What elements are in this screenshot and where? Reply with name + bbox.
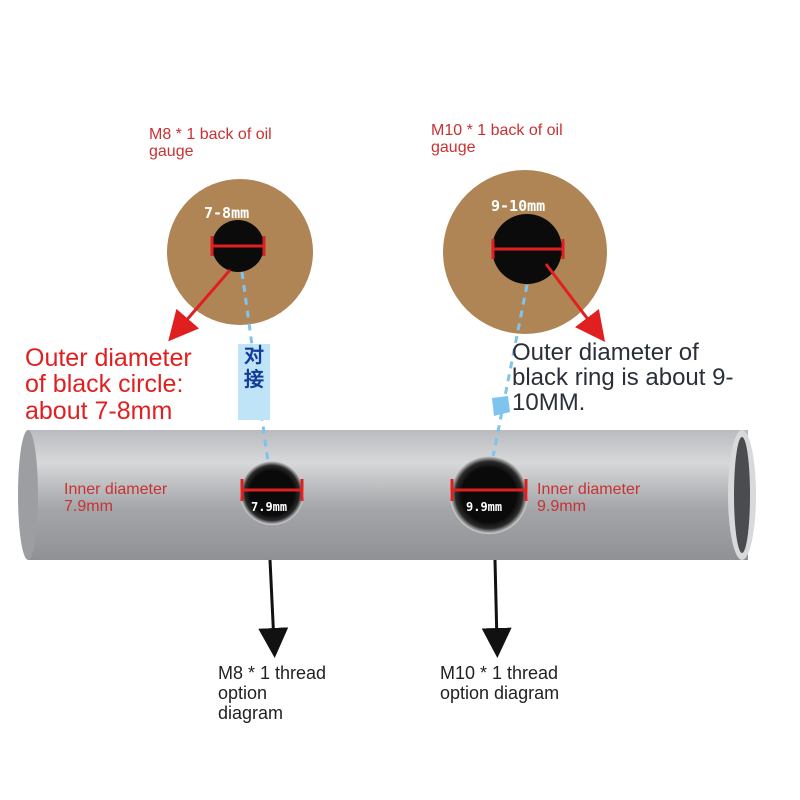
- right-disc-label: 9-10mm: [491, 197, 546, 215]
- left-thread-note: M8 * 1 thread option diagram: [218, 663, 327, 723]
- dashed-connector-right: [490, 284, 529, 463]
- red-arrow-left: [168, 269, 232, 342]
- blue-badge-right: [492, 396, 510, 416]
- left-gauge-title: M8 * 1 back of oil gauge: [149, 126, 272, 160]
- left-disc-label: 7-8mm: [204, 204, 250, 222]
- left-hole-label: 7.9mm: [251, 500, 288, 514]
- hole-left: [240, 461, 304, 525]
- pipe: [18, 430, 756, 560]
- left-inner-diameter-note: Inner diameter 7.9mm: [64, 481, 168, 515]
- brass-disc-left: [167, 179, 313, 325]
- red-arrow-right: [544, 263, 606, 342]
- right-thread-note: M10 * 1 thread option diagram: [440, 663, 560, 703]
- right-outer-diameter-note: Outer diameter of black ring is about 9-…: [512, 339, 734, 417]
- black-arrow-right: [481, 559, 512, 658]
- right-inner-diameter-note: Inner diameter 9.9mm: [537, 481, 641, 515]
- brass-disc-right: [443, 170, 607, 334]
- right-gauge-title: M10 * 1 back of oil gauge: [431, 122, 563, 156]
- hole-right: [450, 456, 528, 534]
- black-arrow-left: [258, 559, 289, 658]
- left-outer-diameter-note: Outer diameter of black circle: about 7-…: [25, 344, 192, 425]
- docking-badge: 对 接: [238, 344, 270, 420]
- right-hole-label: 9.9mm: [466, 500, 503, 514]
